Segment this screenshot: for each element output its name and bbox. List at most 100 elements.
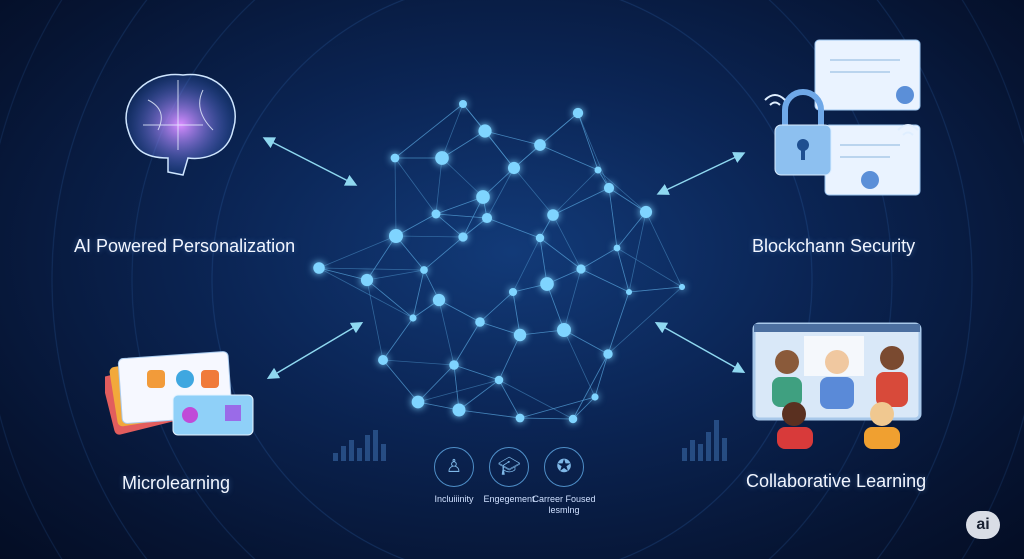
network-edge (628, 211, 647, 293)
network-edge (453, 321, 481, 366)
network-node (449, 360, 459, 370)
network-node (360, 273, 374, 287)
network-edge (382, 359, 419, 403)
inclusivity-label: Incluiiinity (434, 494, 474, 504)
brain-icon (125, 73, 236, 176)
network-edge (441, 157, 484, 198)
network-edge (435, 213, 488, 219)
network-edge (395, 213, 437, 237)
video-call-icon (752, 322, 922, 449)
network-edge (394, 157, 397, 237)
network-edge (608, 187, 618, 249)
network-edge (458, 379, 500, 411)
network-edge (435, 157, 443, 215)
network-edge (512, 237, 541, 293)
network-edge (435, 213, 488, 219)
network-edge (563, 329, 609, 355)
collaborative-learning-label: Collaborative Learning (746, 471, 927, 491)
network-edge (417, 401, 460, 411)
network-node (481, 212, 493, 224)
arrow-micro (266, 321, 364, 380)
network-node (432, 293, 446, 307)
arrow-collab (654, 322, 746, 373)
network-node (431, 209, 441, 219)
network-edge (366, 279, 414, 319)
network-edge (519, 329, 565, 336)
network-edge (512, 291, 521, 336)
network-node (547, 209, 559, 221)
network-edge (607, 291, 630, 355)
network-edge (417, 364, 455, 403)
network-edge (616, 211, 647, 249)
network-edge (513, 112, 579, 169)
arrow-ai (262, 137, 358, 186)
network-edge (594, 353, 609, 398)
network-edge (616, 211, 647, 249)
network-edge (539, 144, 599, 171)
network-edge (423, 236, 464, 271)
network-edge (412, 269, 425, 319)
network-edge (628, 286, 683, 293)
network-edge (645, 211, 683, 288)
network-edge (462, 217, 488, 238)
network-edge (435, 196, 484, 215)
network-edge (458, 409, 521, 419)
network-node (390, 153, 400, 163)
network-edge (318, 267, 414, 319)
network-edge (462, 196, 484, 238)
network-edge (539, 112, 579, 146)
network-edge (438, 299, 481, 323)
network-edge (438, 299, 455, 366)
network-edge (607, 291, 630, 355)
network-edge (395, 235, 425, 271)
network-edge (616, 247, 630, 293)
network-edge (382, 359, 419, 403)
network-edge (486, 217, 541, 239)
people-icon: ♙ (434, 447, 474, 487)
network-edge (498, 379, 521, 419)
network-edge (318, 267, 368, 281)
blockchain-security-label: Blockchann Security (752, 236, 916, 256)
network-edge (519, 396, 596, 419)
network-node (494, 375, 504, 385)
network-edge (382, 317, 414, 361)
network-edge (580, 247, 618, 270)
network-edge (628, 286, 683, 293)
network-edge (417, 364, 455, 403)
network-edge (486, 217, 541, 239)
network-edge (423, 236, 464, 271)
network-node (534, 139, 546, 151)
network-edge (395, 235, 464, 238)
network-edge (597, 169, 647, 213)
network-edge (395, 235, 425, 271)
network-node (639, 205, 653, 219)
network-edge (366, 235, 397, 281)
network-node (452, 403, 466, 417)
network-edge (479, 321, 521, 336)
network-edge (462, 196, 484, 238)
network-edge (458, 379, 500, 411)
network-node (458, 99, 468, 109)
network-node (572, 107, 584, 119)
network-edge (552, 187, 610, 216)
network-edge (441, 130, 486, 159)
bar-decor-left (333, 430, 386, 461)
network-node (625, 288, 633, 296)
network-node (513, 328, 527, 342)
network-edge (498, 334, 521, 381)
network-edge (318, 235, 397, 269)
network-edge (484, 130, 541, 146)
network-node (603, 182, 615, 194)
network-node (389, 229, 403, 243)
network-edge (539, 112, 579, 146)
microlearning-label: Microlearning (122, 473, 231, 493)
network-edge (539, 237, 582, 270)
network-node (515, 413, 525, 423)
network-edge (435, 196, 484, 215)
network-edge (484, 130, 515, 169)
network-edge (498, 379, 521, 419)
network-edge (539, 237, 548, 285)
